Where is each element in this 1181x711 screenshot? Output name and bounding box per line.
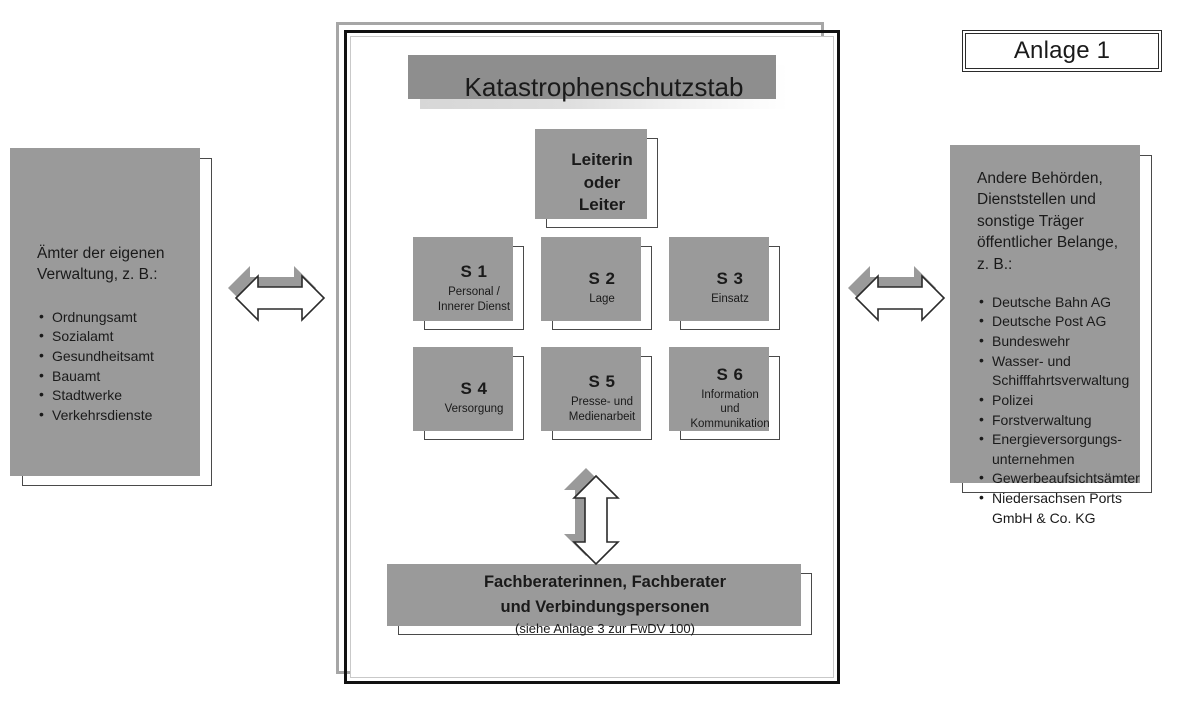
list-item: Niedersachsen Ports bbox=[979, 488, 1145, 508]
advisors-box: Fachberaterinnen, Fachberater und Verbin… bbox=[387, 564, 812, 636]
list-item: Polizei bbox=[979, 390, 1145, 410]
list-item-continuation: Schifffahrtsverwaltung bbox=[992, 372, 1130, 389]
staff-section-code: S 5 bbox=[588, 372, 616, 392]
list-item: Deutsche Bahn AG bbox=[979, 292, 1145, 312]
leader-line-2: oder bbox=[583, 172, 621, 192]
staff-section-code: S 6 bbox=[716, 364, 744, 384]
leader-box: Leiterin oder Leiter bbox=[535, 129, 658, 228]
advisors-reference: (siehe Anlage 3 zur FwDV 100) bbox=[515, 620, 695, 636]
anlage-badge-label: Anlage 1 bbox=[965, 33, 1159, 69]
staff-section-code: S 4 bbox=[460, 379, 488, 399]
advisors-line-1: Fachberaterinnen, Fachberater bbox=[483, 573, 727, 592]
list-item: Sozialamt bbox=[39, 326, 205, 346]
staff-section-s4: S 4 Versorgung bbox=[413, 347, 524, 440]
staff-title-bar: Katastrophenschutzstab bbox=[408, 55, 788, 109]
staff-section-desc: Information und Kommunikation bbox=[690, 388, 770, 430]
list-item: Bauamt bbox=[39, 366, 205, 386]
list-item: Gesundheitsamt bbox=[39, 346, 205, 366]
staff-section-s2: S 2 Lage bbox=[541, 237, 652, 330]
staff-section-desc: Lage bbox=[589, 293, 615, 306]
staff-section-desc: Personal / Innerer Dienst bbox=[437, 286, 511, 313]
staff-section-desc: Presse- und Medienarbeit bbox=[568, 396, 636, 423]
staff-section-s5: S 5 Presse- und Medienarbeit bbox=[541, 347, 652, 440]
list-item: Deutsche Post AG bbox=[979, 312, 1145, 331]
staff-section-s3: S 3 Einsatz bbox=[669, 237, 780, 330]
list-item: Verkehrsdienste bbox=[39, 405, 205, 425]
staff-section-code: S 2 bbox=[588, 269, 616, 289]
staff-section-s6: S 6 Information und Kommunikation bbox=[669, 347, 780, 440]
list-item: Gewerbeaufsichtsämter bbox=[979, 468, 1145, 488]
panel-right-title: Andere Behörden, Dienststellen und sonst… bbox=[977, 170, 1119, 273]
anlage-badge: Anlage 1 bbox=[962, 30, 1162, 72]
list-item: Energieversorgungs- bbox=[979, 429, 1145, 449]
staff-title-label: Katastrophenschutzstab bbox=[464, 71, 744, 102]
list-item: Bundeswehr bbox=[979, 331, 1145, 351]
bidirectional-arrow-left-icon bbox=[228, 266, 328, 328]
list-item: Forstverwaltung bbox=[979, 410, 1145, 430]
panel-left-title: Ämter der eigenen Verwaltung, z. B.: bbox=[37, 245, 165, 284]
panel-right-list: Deutsche Bahn AG Deutsche Post AG Bundes… bbox=[963, 292, 1151, 527]
panel-other-authorities: Andere Behörden, Dienststellen und sonst… bbox=[950, 145, 1152, 526]
list-item-continuation: unternehmen bbox=[992, 450, 1075, 467]
bidirectional-arrow-right-icon bbox=[848, 266, 948, 328]
staff-section-desc: Versorgung bbox=[444, 403, 504, 416]
staff-section-code: S 1 bbox=[460, 262, 488, 282]
staff-section-code: S 3 bbox=[716, 269, 744, 289]
panel-left-list: Ordnungsamt Sozialamt Gesundheitsamt Bau… bbox=[23, 307, 211, 425]
list-item: Wasser- und bbox=[979, 351, 1145, 371]
outer-frame-black bbox=[344, 30, 840, 684]
leader-line-3: Leiter bbox=[578, 195, 626, 215]
advisors-line-2: und Verbindungspersonen bbox=[500, 598, 710, 617]
staff-section-desc: Einsatz bbox=[711, 293, 749, 306]
list-item-continuation: GmbH & Co. KG bbox=[992, 509, 1096, 526]
panel-own-administration: Ämter der eigenen Verwaltung, z. B.: Ord… bbox=[10, 148, 212, 486]
leader-line-1: Leiterin bbox=[571, 149, 633, 169]
bidirectional-arrow-vertical-icon bbox=[564, 468, 626, 568]
staff-section-s1: S 1 Personal / Innerer Dienst bbox=[413, 237, 524, 330]
list-item: Stadtwerke bbox=[39, 385, 205, 405]
list-item: Ordnungsamt bbox=[39, 307, 205, 327]
